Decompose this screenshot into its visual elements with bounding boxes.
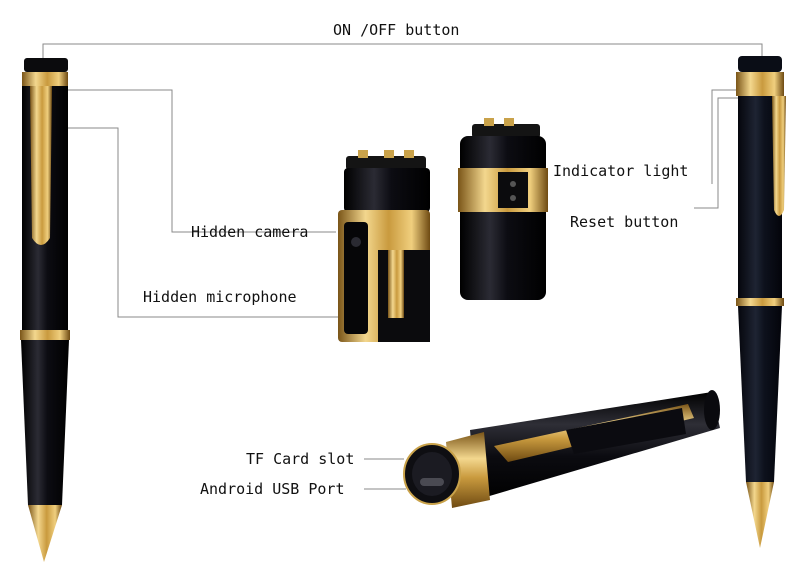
right-pen [736, 56, 786, 548]
on-off-button-label: ON /OFF button [333, 21, 460, 39]
camera-leader-line [62, 89, 336, 233]
tf-card-slot-label: TF Card slot [246, 450, 355, 468]
indicator-light-label: Indicator light [553, 162, 689, 180]
android-usb-port-label: Android USB Port [200, 480, 345, 498]
hidden-camera-label: Hidden camera [191, 223, 309, 241]
horizontal-pen [403, 390, 720, 508]
reset-leader-line-outer [694, 97, 742, 209]
on-off-leader-line [42, 43, 763, 62]
camera-module-back [458, 118, 548, 300]
microphone-leader-line [62, 127, 340, 318]
hidden-microphone-label: Hidden microphone [143, 288, 297, 306]
indicator-leader-line-outer [711, 89, 740, 184]
left-pen [20, 58, 70, 562]
reset-button-label: Reset button [570, 213, 679, 231]
camera-module-front [338, 150, 430, 342]
